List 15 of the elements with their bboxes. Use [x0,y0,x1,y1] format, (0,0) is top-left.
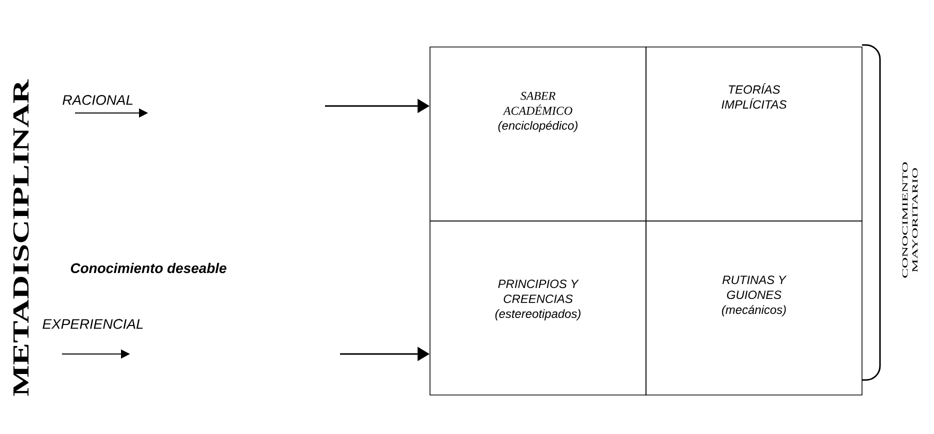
node-label: PRINCIPIOS Y CREENCIAS [498,280,579,304]
axis-label: RACIONAL [62,95,133,105]
node-label: (estereotipados) [495,309,580,320]
node-label: TEORÍAS IMPLÍCITAS [722,83,787,109]
grid-cell [646,220,862,396]
vertical-title: METADISCIPLINAR [13,79,29,396]
node-label: RUTINAS Y GUIONES [722,276,787,300]
axis-label: EXPERIENCIAL [42,319,143,329]
note-text: Conocimiento deseable [70,262,226,274]
node-label: (enciclopédico) [498,120,578,132]
grid-cell [646,46,862,222]
grid-cell [430,220,646,396]
node-label: (mecánicos) [722,305,786,316]
grid-cell [430,46,646,222]
node-label: SABER ACADÉMICO [502,92,572,115]
